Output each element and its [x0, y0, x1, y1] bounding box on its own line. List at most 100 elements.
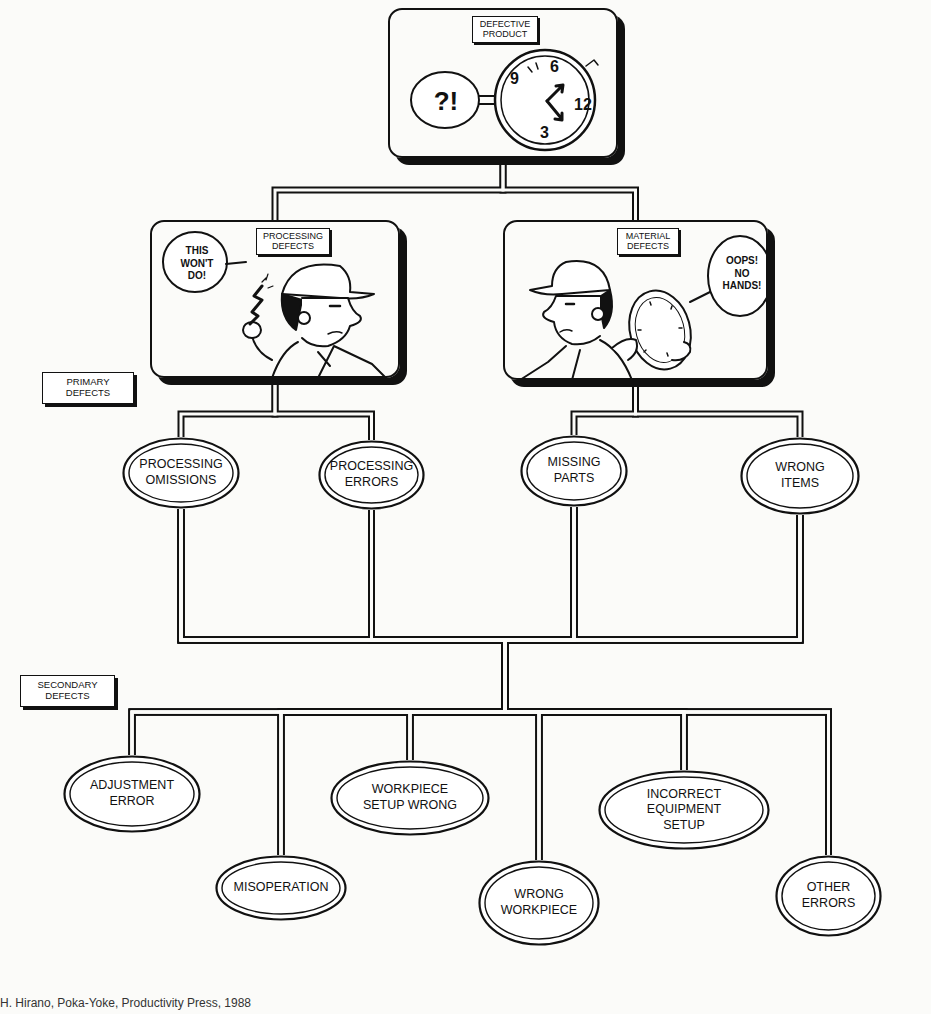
- connector-pipe: [505, 507, 574, 860]
- connector-pipe: [281, 507, 574, 855]
- connector-pipe: [181, 509, 505, 855]
- connector-pipe: [132, 510, 505, 755]
- connector-pipe: [372, 510, 685, 770]
- connector-core: [503, 158, 636, 220]
- connector-core: [505, 515, 800, 770]
- connector-pipe: [281, 510, 505, 855]
- clock-face-ring: [628, 292, 691, 368]
- worker-hand: [243, 322, 261, 338]
- node-label: MISOPERATION: [225, 880, 337, 896]
- connector-pipe: [132, 509, 505, 755]
- connector-core: [132, 509, 505, 755]
- node-label: INCORRECT EQUIPMENT SETUP: [634, 787, 734, 834]
- clock-face-dots: [638, 302, 682, 356]
- worker-ear: [298, 312, 310, 324]
- oval-inner: [337, 767, 483, 829]
- connector-core: [132, 507, 574, 755]
- connector-pipe: [372, 510, 506, 760]
- speech-bubble: [411, 72, 479, 128]
- connector-core: [181, 509, 539, 860]
- connector-pipe: [275, 378, 372, 440]
- oval-outer: [124, 439, 239, 508]
- clock-hand: [547, 101, 562, 120]
- worker-mouth: [560, 330, 572, 332]
- node-label: WRONG WORKPIECE: [494, 887, 584, 918]
- connector-core: [181, 509, 505, 855]
- category-box: PROCESSING DEFECTS THIS WON'T DO!: [150, 220, 400, 378]
- box-heading: MATERIAL DEFECTS: [617, 228, 679, 255]
- oval-inner: [70, 762, 194, 826]
- connector-pipe: [503, 158, 636, 220]
- connector-pipe: [281, 515, 800, 855]
- connector-core: [410, 507, 574, 760]
- connector-pipe: [505, 507, 684, 770]
- worker-eye: [330, 305, 340, 308]
- node-label: ADJUSTMENT ERROR: [82, 778, 182, 809]
- connector-pipe: [181, 509, 684, 770]
- connector-pipe: [410, 515, 800, 760]
- oval-outer: [320, 442, 424, 509]
- source-caption: H. Hirano, Poka-Yoke, Productivity Press…: [0, 996, 251, 1010]
- oval-outer: [600, 772, 769, 849]
- category-box: MATERIAL DEFECTS OOPS! NO HANDS!: [503, 220, 768, 380]
- speech-text: OOPS! NO HANDS!: [719, 255, 765, 293]
- oval-outer: [777, 857, 881, 936]
- node-label: SECONDARY DEFECTS: [21, 679, 114, 703]
- connector-core: [372, 510, 685, 770]
- connector-core: [505, 507, 574, 860]
- connector-core: [281, 515, 800, 855]
- worker-cap: [282, 265, 374, 299]
- connector-core: [132, 515, 800, 755]
- oval-outer: [217, 857, 346, 920]
- defect-oval: PROCESSING ERRORS: [318, 440, 425, 510]
- level-tag: SECONDARY DEFECTS: [20, 675, 115, 707]
- worker-face: [302, 298, 361, 346]
- connector-pipe: [574, 380, 636, 435]
- oval-inner: [782, 862, 875, 930]
- connector-core: [275, 158, 503, 220]
- clock-tick: [528, 63, 538, 72]
- node-label: MISSING PARTS: [538, 455, 610, 486]
- oval-inner: [222, 862, 340, 914]
- worker-ear: [592, 308, 604, 320]
- clock-face-part: [621, 284, 700, 377]
- clock-case: [495, 50, 595, 150]
- clock-numeral: 6: [550, 58, 559, 76]
- connector-core: [505, 515, 829, 855]
- bubble-stem: [479, 96, 497, 104]
- connector-core: [281, 510, 505, 855]
- box-heading: PROCESSING DEFECTS: [256, 228, 330, 255]
- oval-outer: [742, 439, 859, 514]
- defect-oval: MISSING PARTS: [520, 435, 628, 507]
- oval-outer: [332, 762, 489, 835]
- worker-body: [272, 342, 386, 378]
- broken-part: [250, 286, 262, 324]
- defect-oval: WRONG ITEMS: [740, 437, 860, 515]
- connector-core: [181, 378, 275, 437]
- connector-core: [181, 509, 829, 855]
- box-heading: DEFECTIVE PRODUCT: [472, 16, 538, 43]
- connector-core: [636, 380, 801, 437]
- clock-hand: [547, 85, 563, 101]
- connector-pipe: [410, 507, 574, 760]
- cause-oval: ADJUSTMENT ERROR: [63, 755, 201, 833]
- connector-pipe: [505, 515, 829, 855]
- connector-core: [505, 507, 829, 855]
- worker-eye: [566, 303, 574, 306]
- connector-core: [410, 515, 800, 760]
- oval-outer: [522, 437, 627, 506]
- oval-inner: [485, 867, 593, 939]
- connector-core: [181, 509, 684, 770]
- connector-core-group: [132, 158, 829, 860]
- connector-core: [132, 510, 505, 755]
- connector-pipe: [505, 507, 829, 855]
- cause-oval: WORKPIECE SETUP WRONG: [330, 760, 490, 836]
- cause-oval: OTHER ERRORS: [775, 855, 882, 937]
- speech-text: THIS WON'T DO!: [172, 245, 222, 283]
- connector-core: [574, 380, 636, 435]
- connector-core: [281, 507, 574, 855]
- node-label: PROCESSING ERRORS: [325, 459, 419, 490]
- level-tag: PRIMARY DEFECTS: [42, 372, 134, 404]
- worker-mouth: [328, 332, 342, 334]
